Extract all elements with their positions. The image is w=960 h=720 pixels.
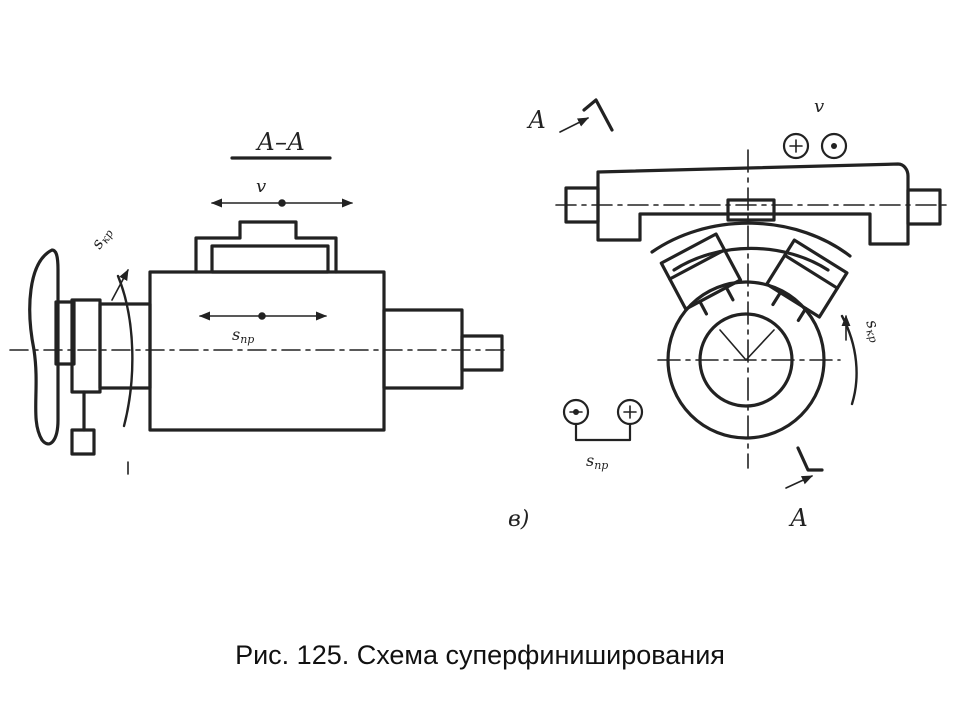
holder-right-end xyxy=(906,188,942,226)
s-feed-main: s xyxy=(586,451,594,470)
s-long-arrow-origin xyxy=(258,312,266,320)
s-radial-label: sкр xyxy=(87,224,116,253)
stone-block-left xyxy=(659,232,743,316)
s-radial-arrow xyxy=(111,269,129,301)
radial-feed-arc xyxy=(116,274,134,428)
s-long-sub: пр xyxy=(240,333,254,346)
circular-feed-arc xyxy=(840,314,858,406)
s-circ-sub: кр xyxy=(863,327,880,344)
stone-carrier-inner xyxy=(672,246,830,272)
s-long-label: sпр xyxy=(232,325,254,346)
left-view-section-a-a xyxy=(28,156,504,456)
driver-collar xyxy=(98,302,152,390)
v-symbol-dot xyxy=(831,143,837,149)
chuck-faceplate xyxy=(28,248,60,446)
right-view xyxy=(562,98,942,472)
s-symbol-bracket xyxy=(574,422,632,442)
section-title-label: А–А xyxy=(255,128,305,156)
chuck-hub xyxy=(54,300,76,366)
s-feed-sub: пр xyxy=(594,459,608,472)
v-label-left: v xyxy=(256,176,266,197)
workpiece-journal xyxy=(460,334,504,372)
v-label-right: v xyxy=(814,96,824,117)
chuck-body xyxy=(70,298,102,394)
superfinishing-diagram: А–А v sкр sпр А А v sкр sпр в) xyxy=(9,96,949,532)
section-label-top: А xyxy=(526,106,546,134)
stone-block-right xyxy=(765,238,849,323)
section-mark-bottom xyxy=(796,446,824,472)
s-circ-label: sкр xyxy=(860,317,887,345)
workpiece-radius-left xyxy=(719,329,747,361)
s-long-main: s xyxy=(232,325,240,344)
workpiece-radius-right xyxy=(745,329,775,361)
section-label-bottom: А xyxy=(788,504,808,532)
workpiece-step xyxy=(382,308,464,390)
stone-holder xyxy=(194,220,338,274)
holder-center-support xyxy=(726,198,776,222)
figure-caption: Рис. 125. Схема суперфиниширования xyxy=(235,640,725,670)
v-arrow-origin xyxy=(278,199,286,207)
handle-knob xyxy=(70,428,96,456)
section-arrow-top xyxy=(559,117,590,133)
abrasive-stone xyxy=(210,244,330,274)
s-symbol-left-dot xyxy=(573,409,579,415)
v-symbol-circle-dot xyxy=(820,132,848,160)
section-arrow-bottom xyxy=(785,475,814,489)
holder-beam xyxy=(596,162,910,246)
workpiece-cylinder xyxy=(148,270,386,432)
s-feed-label: sпр xyxy=(586,451,608,472)
v-symbol-circle-plus xyxy=(782,132,810,160)
section-mark-top xyxy=(582,98,614,132)
s-radial-sub: кр xyxy=(98,228,116,246)
stone-carrier-outer xyxy=(650,221,852,258)
panel-letter: в) xyxy=(508,507,529,532)
